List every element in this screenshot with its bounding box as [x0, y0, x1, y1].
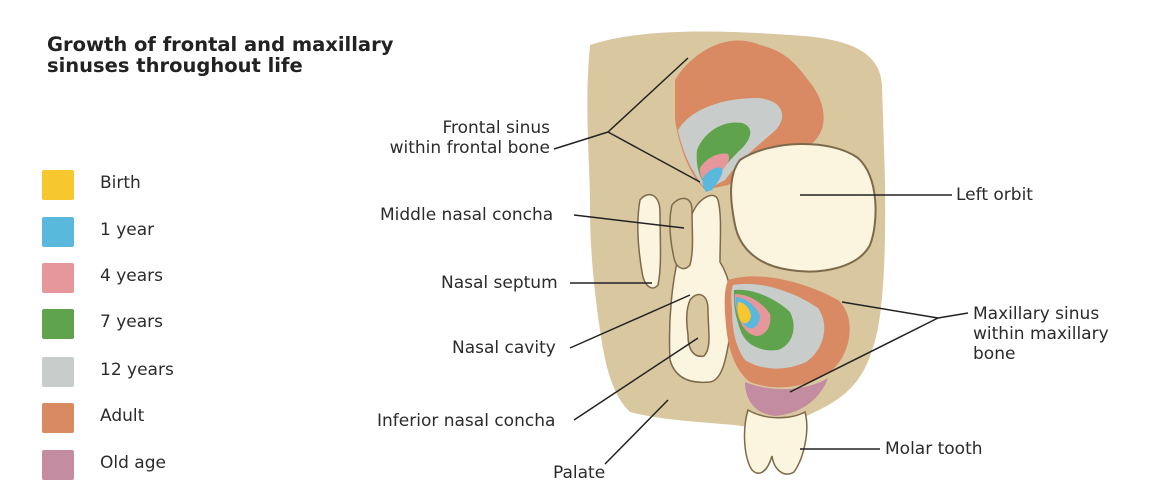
molar-tooth [743, 408, 808, 475]
label-middle-nasal-concha: Middle nasal concha [380, 205, 554, 225]
leader-maxillary-a [937, 312, 969, 319]
legend-swatch [42, 263, 74, 293]
leader-palate [604, 399, 669, 465]
leader-nasal-cavity [569, 294, 691, 349]
legend-swatch [42, 450, 74, 480]
leader-inferior-concha [573, 337, 699, 421]
legend-swatch [42, 309, 74, 339]
legend-swatch [42, 217, 74, 247]
leader-frontal-sinus-b [607, 57, 689, 133]
middle-nasal-concha [669, 197, 694, 270]
legend-label: Old age [100, 453, 166, 473]
label-nasal-cavity: Nasal cavity [452, 338, 556, 358]
legend-label: Adult [100, 406, 145, 426]
label-palate: Palate [553, 463, 606, 483]
maxillary-sinus-old-age [745, 378, 828, 416]
legend-swatch [42, 357, 74, 387]
leader-frontal-sinus-c [607, 131, 701, 183]
frontal-sinus-1-year [702, 167, 723, 192]
legend-label: 12 years [100, 360, 174, 380]
legend-label: Birth [100, 173, 141, 193]
label-nasal-septum: Nasal septum [441, 273, 558, 293]
label-frontal-sinus: Frontal sinus within frontal bone [389, 118, 550, 158]
maxillary-sinus-birth [737, 302, 751, 324]
leader-frontal-sinus-a [553, 131, 609, 150]
legend-label: 4 years [100, 266, 164, 286]
legend-label: 1 year [100, 220, 155, 240]
legend-swatch [42, 170, 74, 200]
nasal-septum [637, 193, 662, 289]
diagram-title: Growth of frontal and maxillary sinuses … [47, 33, 394, 77]
legend-swatch [42, 403, 74, 433]
leader-middle-concha [573, 214, 685, 229]
legend-label: 7 years [100, 312, 164, 332]
leader-maxillary-c [789, 317, 939, 393]
leader-maxillary-b [841, 301, 939, 319]
label-inferior-nasal-concha: Inferior nasal concha [377, 411, 556, 431]
left-orbit [730, 143, 877, 273]
inferior-nasal-concha [685, 293, 710, 358]
label-maxillary-sinus: Maxillary sinus within maxillary bone [973, 304, 1109, 364]
label-molar-tooth: Molar tooth [885, 439, 983, 459]
label-left-orbit: Left orbit [956, 185, 1033, 205]
